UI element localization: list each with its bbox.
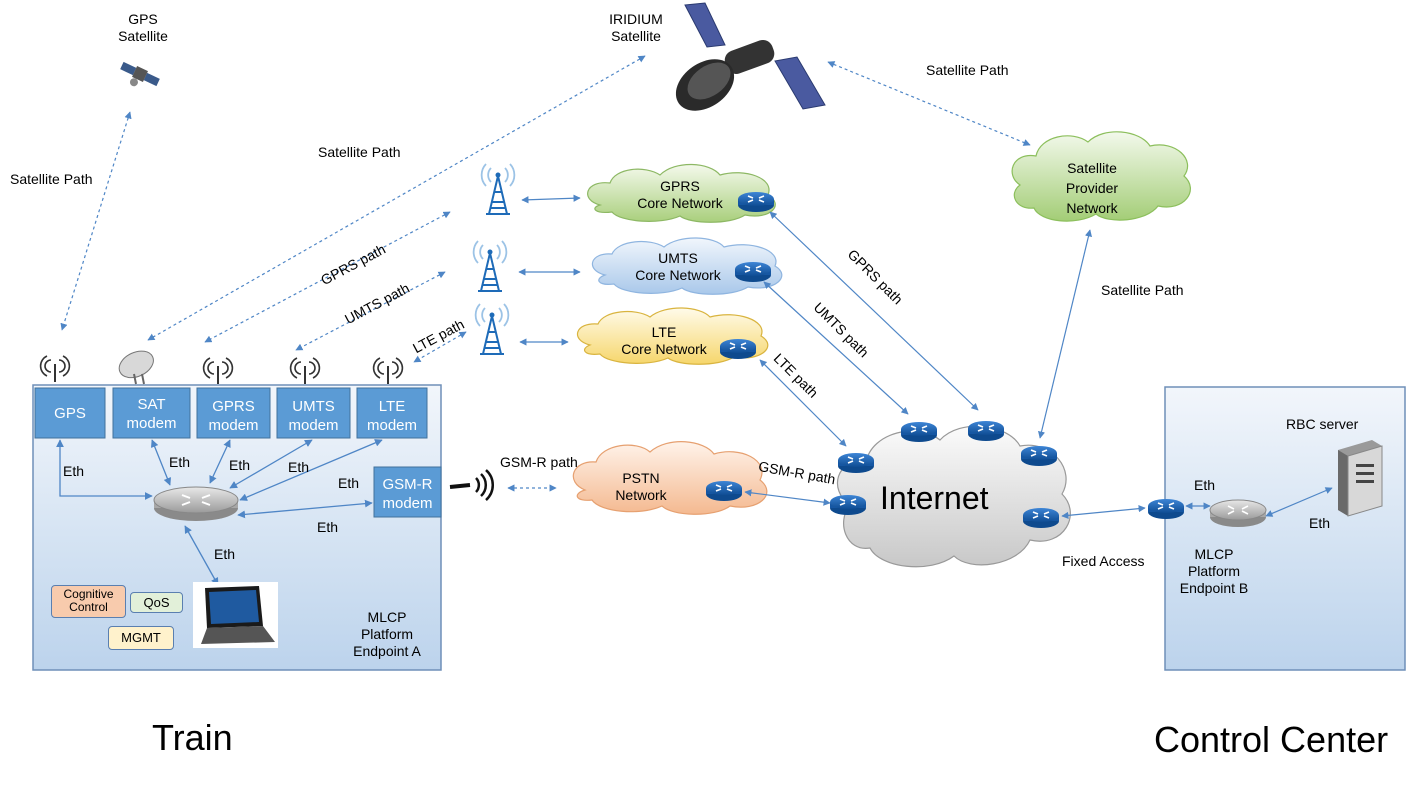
sat-path-gps-label: Satellite Path	[10, 171, 93, 187]
sat-path-provider-label: Satellite Path	[1101, 282, 1184, 298]
internet-router-5-icon	[829, 494, 867, 516]
satellite-provider-cloud	[1011, 131, 1191, 222]
eth-link-sat	[150, 439, 172, 486]
eth-gprs-label: Eth	[229, 457, 251, 473]
gprs-cloud-label: GPRS Core Network	[637, 178, 723, 211]
satellite-provider-label: Satellite Provider Network	[1065, 160, 1119, 216]
internet-cloud	[836, 425, 1071, 568]
eth-link-lte	[239, 439, 383, 501]
train-caption: Train	[152, 717, 233, 758]
eth-link-gprs	[209, 439, 231, 484]
control-center-caption: Control Center	[1154, 719, 1389, 760]
pstn-cloud-label: PSTN Network	[615, 470, 667, 503]
gprs-modem-label: GPRS modem	[208, 398, 259, 434]
gps-module-label: GPS	[54, 405, 86, 422]
umts-cloud-label: UMTS Core Network	[635, 250, 721, 283]
umts-modem	[276, 387, 351, 439]
gps-satellite-icon	[120, 61, 160, 87]
laptop-icon	[193, 582, 278, 648]
gsmr-modem	[373, 466, 442, 518]
cognitive-control-box: Cognitive Control	[51, 585, 126, 618]
eth-laptop-label: Eth	[214, 546, 236, 562]
internet-router-3-icon	[1020, 445, 1058, 467]
gprs-tower-icon	[480, 163, 516, 215]
sat-path-top-label: Satellite Path	[926, 62, 1009, 78]
internet-router-2-icon	[967, 420, 1005, 442]
cc-router-icon	[1209, 499, 1267, 527]
lte-modem-label: LTE modem	[366, 398, 418, 434]
iridium-satellite-label: IRIDIUM Satellite	[609, 11, 663, 44]
eth-gps-label: Eth	[63, 463, 85, 479]
lte-antenna-icon	[372, 357, 404, 385]
fixed-access-path	[1061, 505, 1146, 519]
umts-modem-label: UMTS modem	[288, 398, 339, 434]
umts-radio-path	[295, 271, 446, 351]
eth-link-gps	[56, 439, 153, 500]
lte-core-path	[759, 359, 847, 447]
fixed-access-label: Fixed Access	[1062, 553, 1145, 569]
gsmr-radio-label: GSM-R path	[500, 454, 578, 470]
sat-provider-path	[1038, 229, 1092, 439]
umts-core-router-icon	[734, 261, 772, 283]
umts-core-path	[763, 281, 909, 415]
umts-tower-icon	[472, 240, 508, 292]
lte-cloud-label: LTE Core Network	[621, 324, 707, 357]
eth-link-laptop	[184, 525, 219, 586]
sat-dish-icon	[118, 350, 154, 385]
gsmr-core-path	[744, 489, 831, 506]
umts-antenna-icon	[289, 357, 321, 385]
sat-modem-label: SAT modem	[126, 396, 177, 432]
sat-modem	[112, 387, 191, 439]
sat-path-train-label: Satellite Path	[318, 144, 401, 160]
eth-gsmr-label: Eth	[317, 519, 339, 535]
internet-router-4-icon	[837, 452, 875, 474]
eth-link-gsmr	[237, 499, 373, 519]
pstn-router-icon	[705, 480, 743, 502]
gprs-core-router-icon	[737, 191, 775, 213]
lte-core-router-icon	[719, 338, 757, 360]
lte-modem	[356, 387, 428, 439]
mgmt-box: MGMT	[108, 626, 174, 650]
sat-path-gps	[60, 111, 132, 331]
iridium-satellite-icon	[675, 2, 826, 111]
lte-radio-path	[413, 331, 467, 363]
gps-antenna-icon	[39, 355, 71, 383]
gprs-antenna-icon	[202, 357, 234, 385]
cc-edge-router-icon	[1147, 498, 1185, 520]
rbc-server-label: RBC server	[1286, 416, 1359, 432]
cc-server-link	[1265, 487, 1333, 517]
train-router-icon	[153, 486, 239, 521]
sat-path-provider	[827, 61, 1031, 146]
eth-cc-router-label: Eth	[1194, 477, 1216, 493]
internet-label: Internet	[880, 480, 989, 516]
eth-lte-label: Eth	[338, 475, 360, 491]
gps-module	[34, 387, 106, 439]
endpoint-a-label: MLCP Platform Endpoint A	[353, 609, 421, 659]
internet-router-6-icon	[1022, 507, 1060, 529]
qos-box: QoS	[130, 592, 183, 613]
control-center-container	[1164, 386, 1406, 671]
gprs-tower-link	[521, 194, 581, 204]
endpoint-b-label: MLCP Platform Endpoint B	[1179, 546, 1249, 596]
gprs-modem	[196, 387, 271, 439]
lte-tower-icon	[474, 303, 510, 355]
rbc-server-icon	[1338, 440, 1383, 517]
eth-cc-server-label: Eth	[1309, 515, 1331, 531]
gps-satellite-label: GPS Satellite	[118, 11, 168, 44]
eth-umts-label: Eth	[288, 459, 310, 475]
internet-router-1-icon	[900, 421, 938, 443]
gsmr-modem-label: GSM-R modem	[382, 476, 433, 512]
eth-sat-label: Eth	[169, 454, 191, 470]
gsmr-antenna-icon	[449, 469, 495, 501]
